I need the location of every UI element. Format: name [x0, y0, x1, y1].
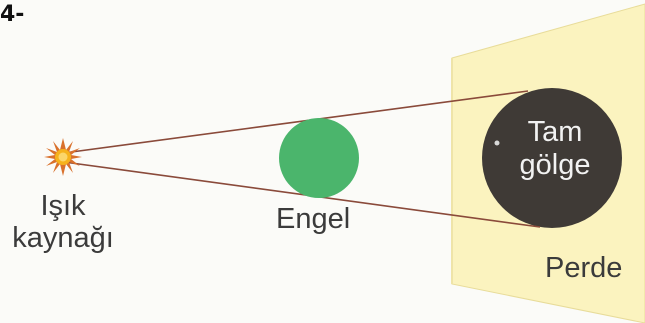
screen-label: Perde — [545, 252, 622, 284]
light-source-label: Işık kaynağı — [8, 190, 118, 254]
obstacle-sphere — [279, 118, 359, 198]
umbra-label-line1: Tam — [490, 116, 620, 149]
umbra-label-line2: gölge — [490, 149, 620, 182]
light-source-icon — [44, 138, 82, 176]
obstacle-label: Engel — [276, 203, 350, 235]
umbra-label: Tam gölge — [490, 116, 620, 182]
light-source-label-line2: kaynağı — [8, 222, 118, 254]
light-source-label-line1: Işık — [8, 190, 118, 222]
